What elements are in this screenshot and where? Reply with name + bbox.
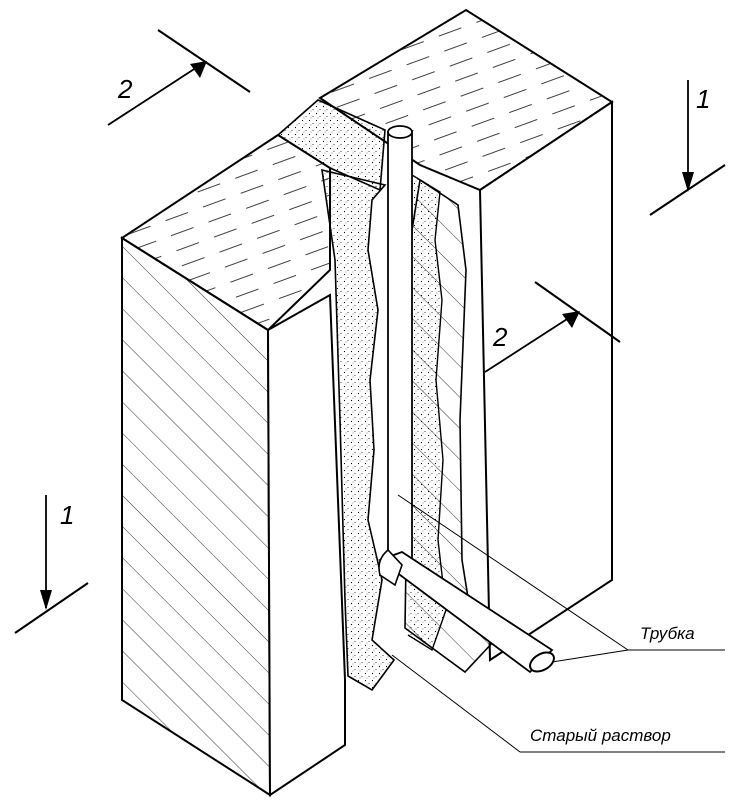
left-block-front-face: [121, 236, 272, 797]
section-line: [157, 29, 251, 93]
leader-line: [397, 494, 629, 651]
mortar-joint: [276, 99, 447, 692]
tube-horizontal-section: [378, 551, 554, 674]
right-block-front-face: [478, 100, 613, 662]
old-mortar-label: Старый раствор: [530, 726, 671, 745]
section-label-2: 2: [117, 74, 133, 104]
section-arrow-shaft: [107, 61, 206, 126]
section-arrowhead: [40, 590, 52, 610]
section-arrowhead: [562, 311, 580, 328]
section-label-2: 2: [492, 322, 508, 352]
section-mark-2-top: 2: [107, 29, 251, 126]
section-line: [14, 582, 89, 634]
section-arrow-shaft: [484, 311, 579, 373]
leader-line: [391, 654, 521, 753]
tube-vertical-section: [387, 131, 413, 563]
tube-top-opening: [387, 125, 413, 139]
section-mark-2-right: 2: [484, 281, 621, 373]
old-mortar-layer: [321, 168, 396, 692]
section-mark-1-bottom: 1: [14, 495, 89, 634]
left-wall-block: [120, 133, 346, 797]
injection-tube: [378, 125, 555, 674]
section-arrowhead: [682, 172, 694, 192]
section-label-1: 1: [60, 500, 74, 530]
tube-elbow: [378, 548, 403, 587]
section-label-1: 1: [696, 84, 710, 114]
section-arrowhead: [190, 61, 207, 78]
mortar-top-strip: [276, 99, 386, 192]
tube-outlet-opening: [529, 651, 555, 673]
tube-label: Трубка: [640, 624, 695, 643]
old-mortar-right-edge: [407, 174, 447, 652]
old-mortar-callout: Старый раствор: [391, 654, 725, 753]
left-block-side-face: [266, 293, 346, 797]
leader-line: [551, 649, 629, 663]
tube-callout: Трубка: [397, 494, 725, 663]
section-mark-1-top: 1: [649, 80, 726, 216]
